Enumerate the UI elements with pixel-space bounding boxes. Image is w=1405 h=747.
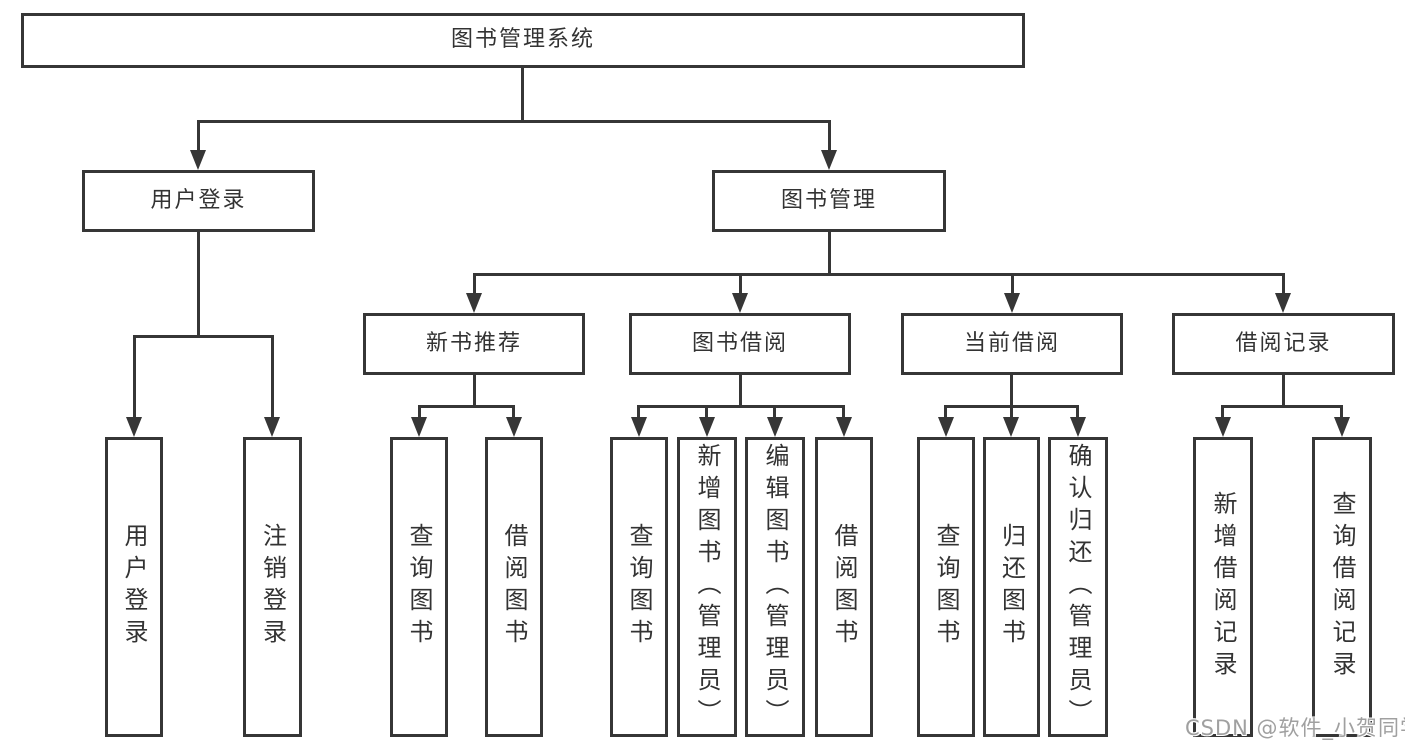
connector-line <box>828 232 831 273</box>
node-label: 查询图书 <box>625 523 653 651</box>
node-label: 当前借阅 <box>963 330 1060 356</box>
connector-line <box>1282 375 1285 405</box>
node-label: 借阅记录 <box>1235 330 1332 356</box>
arrowhead-down-icon <box>1070 417 1086 437</box>
arrowhead-down-icon <box>836 417 852 437</box>
leaf-borrow-edit-book-admin: 编辑图书（管理员） <box>745 437 805 737</box>
arrowhead-down-icon <box>631 417 647 437</box>
connector-line <box>1221 405 1224 422</box>
connector-line <box>1340 405 1343 422</box>
connector-line <box>133 335 274 338</box>
arrowhead-down-icon <box>1003 417 1019 437</box>
node-label: 图书管理系统 <box>450 27 595 53</box>
leaf-borrow-add-book-admin: 新增图书（管理员） <box>677 437 737 737</box>
node-label: 图书借阅 <box>691 330 788 356</box>
connector-line <box>1282 273 1285 298</box>
connector-line <box>1011 273 1014 298</box>
connector-line <box>197 120 830 123</box>
connector-line <box>1010 375 1013 405</box>
arrowhead-down-icon <box>264 417 280 437</box>
node-book-management: 图书管理 <box>712 170 946 232</box>
arrowhead-down-icon <box>732 293 748 313</box>
node-root-library-system: 图书管理系统 <box>21 13 1025 68</box>
leaf-current-confirm-return-admin: 确认归还（管理员） <box>1048 437 1108 737</box>
leaf-current-return-book: 归还图书 <box>983 437 1040 737</box>
connector-line <box>637 405 845 408</box>
node-label: 借阅图书 <box>500 523 528 651</box>
connector-line <box>705 405 708 422</box>
node-borrow-record: 借阅记录 <box>1172 313 1395 375</box>
node-label: 查询图书 <box>932 523 960 651</box>
arrowhead-down-icon <box>126 417 142 437</box>
node-label: 查询图书 <box>405 523 433 651</box>
connector-line <box>739 375 742 405</box>
arrowhead-down-icon <box>767 417 783 437</box>
connector-line <box>944 405 947 422</box>
leaf-recommend-query-book: 查询图书 <box>390 437 448 737</box>
connector-line <box>473 375 476 405</box>
connector-line <box>473 273 476 298</box>
connector-line <box>512 405 515 422</box>
connector-line <box>1010 405 1013 422</box>
arrowhead-down-icon <box>938 417 954 437</box>
node-label: 确认归还（管理员） <box>1064 443 1092 731</box>
node-label: 新书推荐 <box>425 330 522 356</box>
connector-line <box>828 120 831 155</box>
arrowhead-down-icon <box>1334 417 1350 437</box>
node-new-book-recommend: 新书推荐 <box>363 313 585 375</box>
connector-line <box>418 405 421 422</box>
leaf-user-login: 用户登录 <box>105 437 163 737</box>
connector-line <box>1221 405 1343 408</box>
connector-line <box>197 232 200 335</box>
arrowhead-down-icon <box>699 417 715 437</box>
leaf-record-query-borrow-record: 查询借阅记录 <box>1312 437 1372 737</box>
node-user-login: 用户登录 <box>82 170 315 232</box>
node-label: 借阅图书 <box>830 523 858 651</box>
node-label: 用户登录 <box>150 187 247 213</box>
connector-line <box>473 273 1284 276</box>
arrowhead-down-icon <box>1215 417 1231 437</box>
connector-line <box>418 405 515 408</box>
arrowhead-down-icon <box>466 293 482 313</box>
node-label: 新增借阅记录 <box>1209 491 1237 683</box>
arrowhead-down-icon <box>1275 293 1291 313</box>
node-label: 编辑图书（管理员） <box>761 443 789 731</box>
leaf-recommend-borrow-book: 借阅图书 <box>485 437 543 737</box>
connector-line <box>637 405 640 422</box>
connector-line <box>133 335 136 421</box>
leaf-record-add-borrow-record: 新增借阅记录 <box>1193 437 1253 737</box>
arrowhead-down-icon <box>411 417 427 437</box>
arrowhead-down-icon <box>1004 293 1020 313</box>
connector-line <box>739 273 742 298</box>
leaf-current-query-book: 查询图书 <box>917 437 975 737</box>
arrowhead-down-icon <box>506 417 522 437</box>
connector-line <box>521 68 524 120</box>
node-label: 归还图书 <box>997 523 1026 651</box>
connector-line <box>773 405 776 422</box>
node-label: 新增图书（管理员） <box>693 443 721 731</box>
connector-line <box>271 335 274 421</box>
leaf-borrow-borrow-book: 借阅图书 <box>815 437 873 737</box>
arrowhead-down-icon <box>190 150 206 170</box>
node-label: 查询借阅记录 <box>1328 491 1356 683</box>
connector-line <box>197 120 200 155</box>
node-current-borrow: 当前借阅 <box>901 313 1123 375</box>
leaf-logout-login: 注销登录 <box>243 437 302 737</box>
csdn-watermark: CSDN @软件_小贺同学 <box>1185 716 1405 740</box>
node-label: 用户登录 <box>120 523 148 651</box>
node-label: 图书管理 <box>780 187 877 213</box>
node-book-borrow: 图书借阅 <box>629 313 851 375</box>
connector-line <box>842 405 845 422</box>
leaf-borrow-query-book: 查询图书 <box>610 437 668 737</box>
arrowhead-down-icon <box>821 150 837 170</box>
node-label: 注销登录 <box>258 523 287 651</box>
connector-line <box>1076 405 1079 422</box>
